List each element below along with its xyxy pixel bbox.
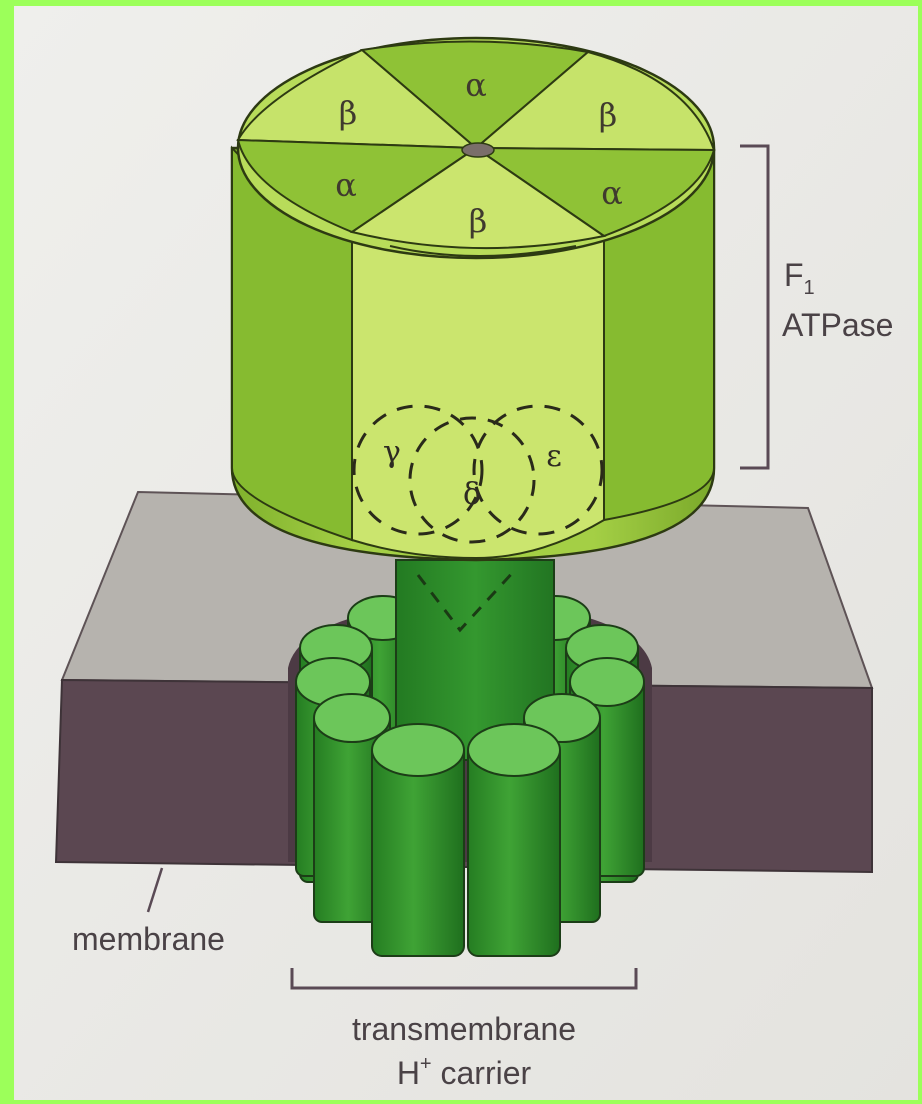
subunit-beta-top-right: β <box>599 96 618 134</box>
carrier-label-rest: carrier <box>432 1055 532 1091</box>
subunit-gamma: γ <box>383 435 401 470</box>
subunit-epsilon: ε <box>546 439 562 474</box>
carrier-label-h: H <box>397 1055 420 1091</box>
subunit-beta-top-left: β <box>339 94 358 132</box>
carrier-label-plus: + <box>420 1053 432 1075</box>
subunit-alpha-mid-right: α <box>601 174 623 212</box>
carrier-label-line1: transmembrane <box>352 1011 576 1047</box>
carrier-label-line2: H+ carrier <box>397 1053 532 1091</box>
membrane-label: membrane <box>72 921 225 957</box>
subunit-beta-front: β <box>469 202 488 240</box>
subunit-alpha-mid-left: α <box>335 166 357 204</box>
f1-label-atpase: ATPase <box>782 307 893 343</box>
subunit-alpha-top: α <box>465 66 487 104</box>
f1-label-sub: 1 <box>804 277 815 299</box>
f1-label-main: F <box>784 257 804 293</box>
f1-atpase-head: α β β α α β γ δ ε <box>232 38 714 560</box>
subunit-delta: δ <box>463 477 481 512</box>
